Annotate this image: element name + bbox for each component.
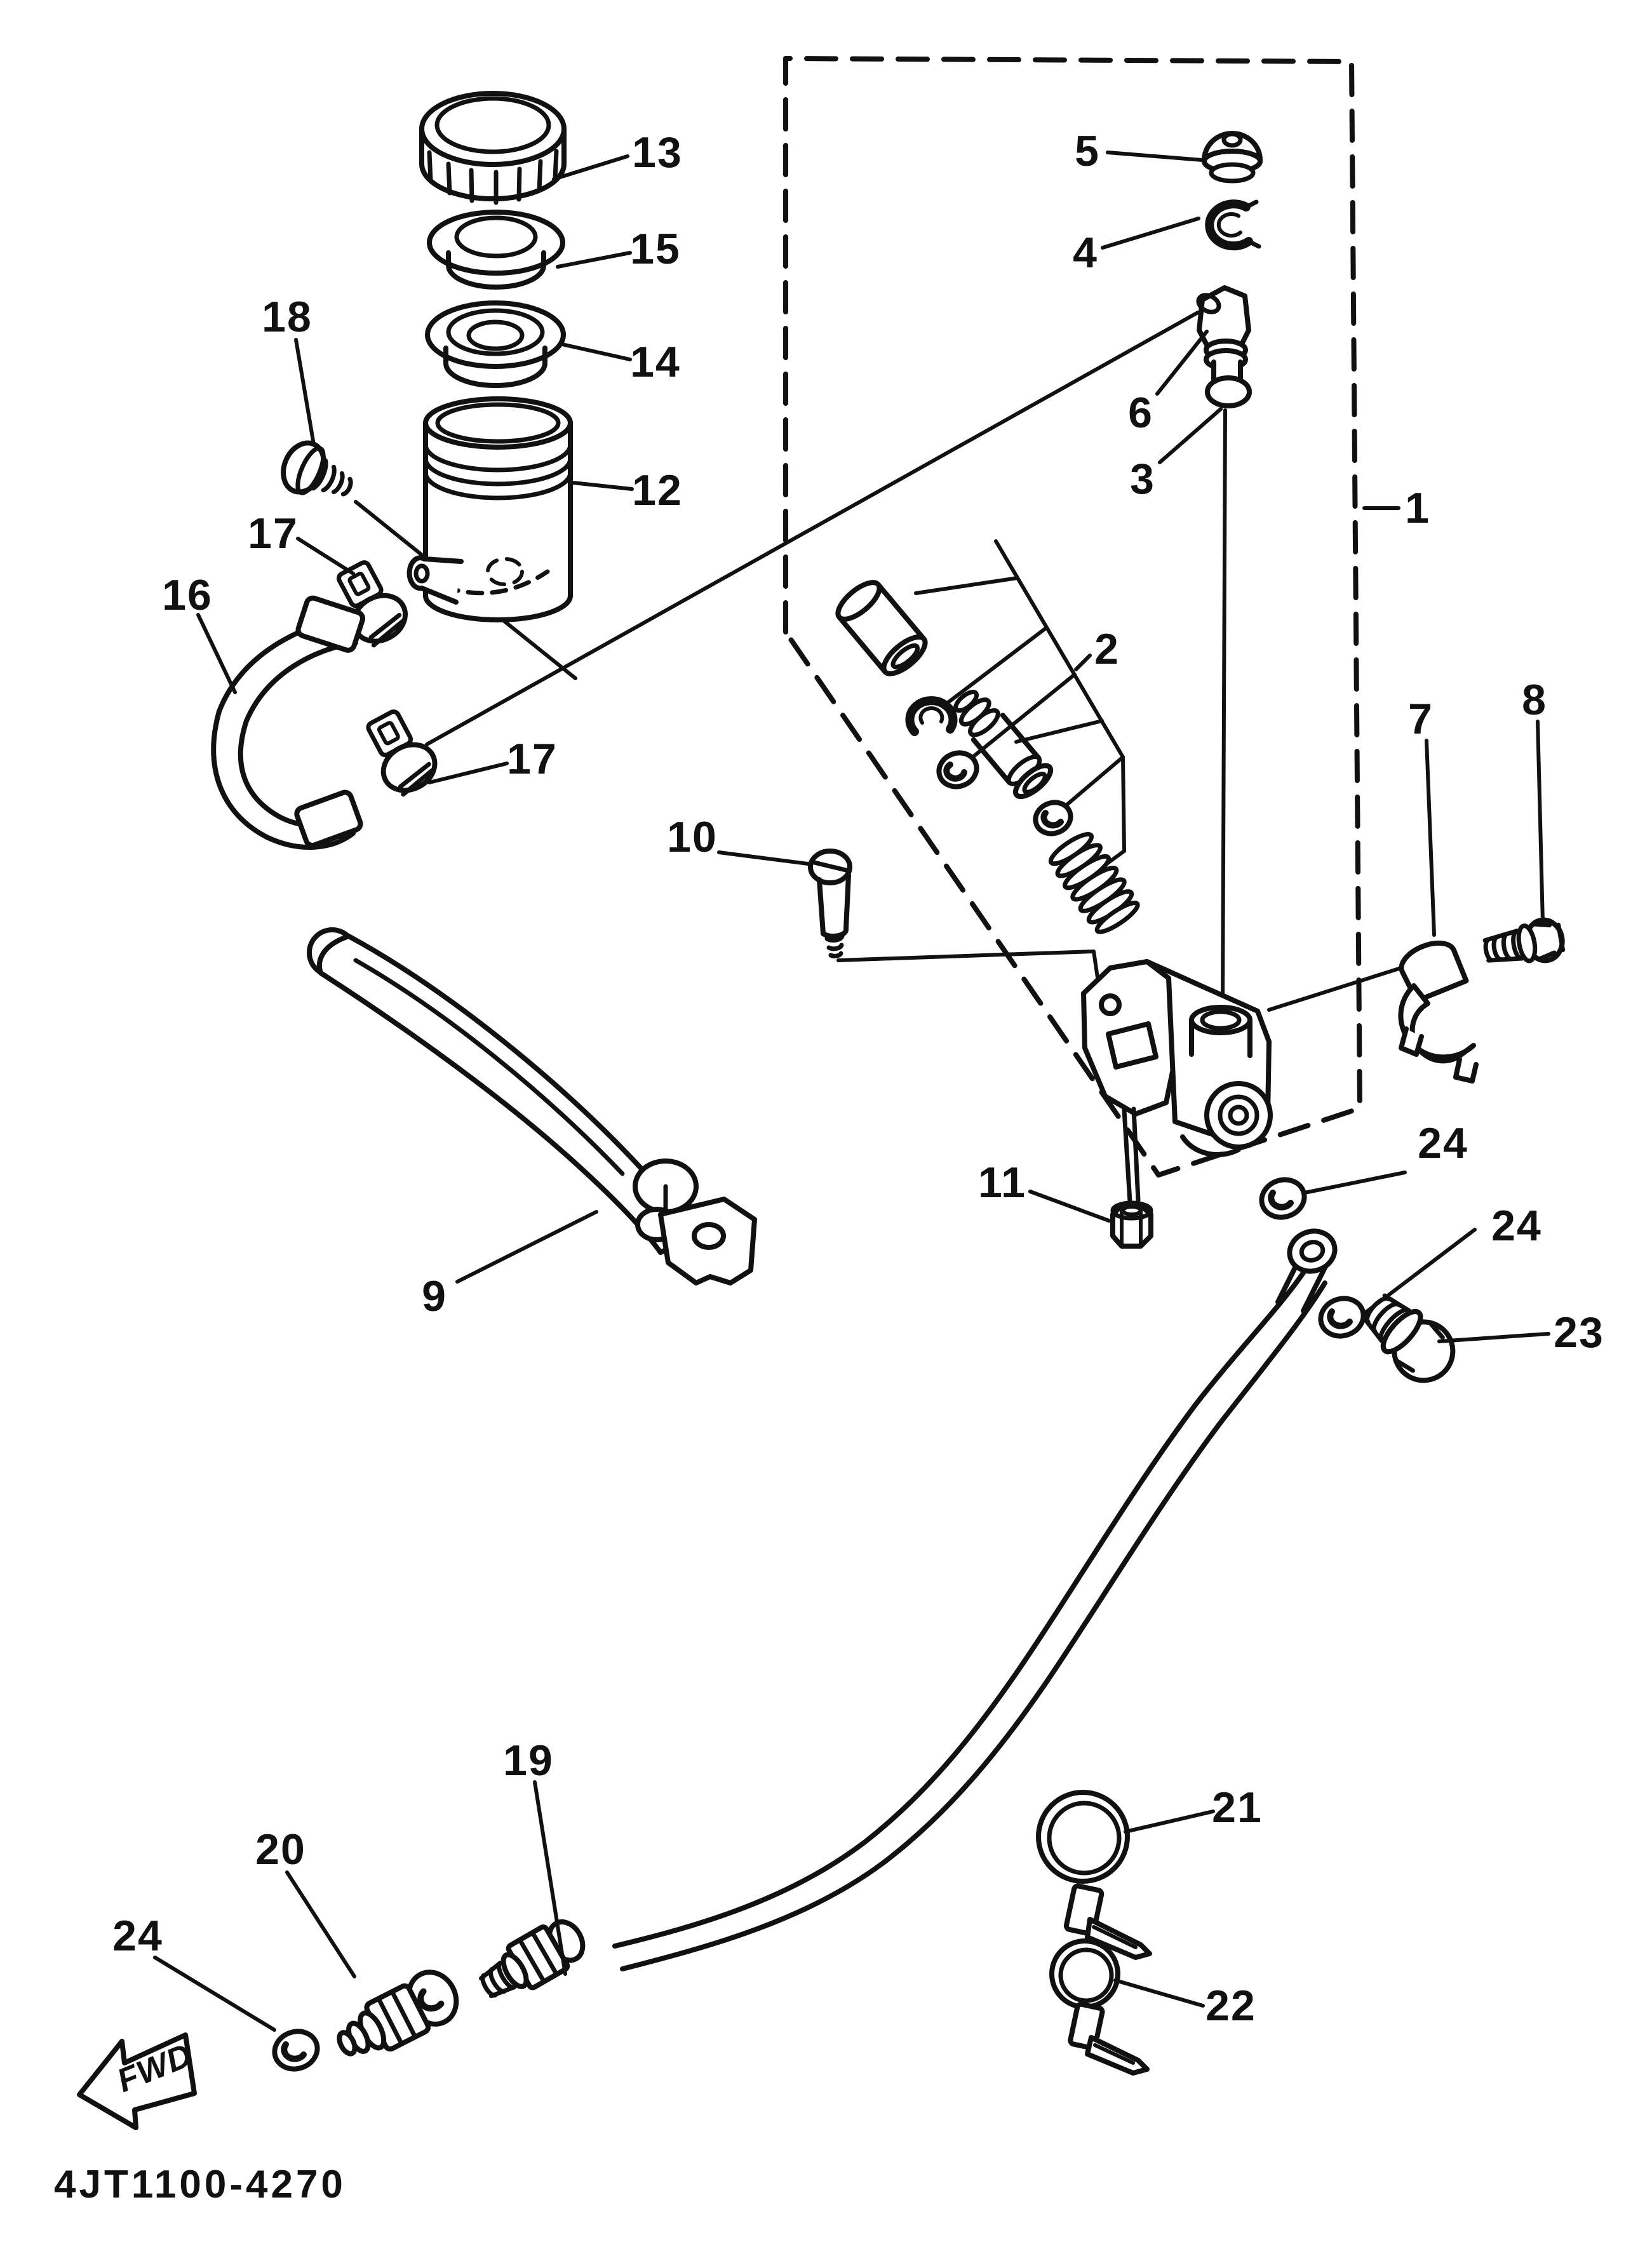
grommet xyxy=(1202,131,1263,184)
part-label-14: 14 xyxy=(630,338,681,386)
leader-line-22 xyxy=(1113,1978,1205,2008)
part-label-15: 15 xyxy=(630,225,681,273)
leader-lines xyxy=(153,151,1550,2032)
leader-line-24 xyxy=(153,1956,276,2032)
part-label-9: 9 xyxy=(422,1272,447,1320)
brake-hose xyxy=(612,1270,1327,1971)
leader-line-18 xyxy=(294,338,316,446)
piston-kit xyxy=(835,539,1140,934)
leader-line-24 xyxy=(1303,1171,1407,1195)
banjo-eye-fitting xyxy=(1275,1228,1338,1313)
washer-upper xyxy=(1259,1177,1307,1220)
pivot-nut xyxy=(1110,1200,1153,1249)
part-label-3: 3 xyxy=(1130,455,1155,503)
leader-line-3 xyxy=(1158,407,1223,464)
diaphragm xyxy=(425,300,566,388)
leader-line-16 xyxy=(196,613,237,694)
o-ring xyxy=(1205,375,1252,408)
leader-line-11 xyxy=(1028,1190,1111,1223)
part-label-20: 20 xyxy=(255,1825,306,1874)
holder-bolt xyxy=(1482,917,1566,963)
kit-outline-dashed xyxy=(783,56,1362,1178)
leader-line-17 xyxy=(427,762,509,784)
part-label-11: 11 xyxy=(978,1158,1026,1207)
leader-line-9 xyxy=(455,1210,598,1284)
leader-line-2 xyxy=(1074,654,1092,671)
leader-line-8 xyxy=(1536,720,1545,924)
part-label-24: 24 xyxy=(1418,1119,1468,1167)
part-label-6: 6 xyxy=(1128,389,1153,437)
leader-line-7 xyxy=(1425,739,1436,937)
fwd-arrow: FWD xyxy=(77,2032,198,2130)
leader-line-20 xyxy=(285,1870,356,1978)
part-label-24: 24 xyxy=(112,1912,163,1960)
diaphragm-plate xyxy=(427,210,565,290)
leader-line-4 xyxy=(1101,217,1200,250)
reservoir-hose xyxy=(211,595,365,850)
leader-line-17 xyxy=(296,537,355,575)
part-label-12: 12 xyxy=(632,466,683,514)
leader-line-10 xyxy=(717,850,810,866)
hose-clamp-upper xyxy=(336,560,408,648)
part-label-24: 24 xyxy=(1491,1202,1542,1250)
leader-line-23 xyxy=(1437,1332,1550,1343)
e-clip xyxy=(1205,199,1261,251)
union-bolt xyxy=(1362,1293,1456,1383)
part-label-22: 22 xyxy=(1205,1982,1256,2030)
part-label-23: 23 xyxy=(1554,1308,1604,1357)
washer-lower xyxy=(1318,1296,1366,1339)
reservoir-cap xyxy=(419,91,567,205)
leader-line-15 xyxy=(556,251,632,269)
part-label-4: 4 xyxy=(1073,229,1098,277)
part-label-5: 5 xyxy=(1075,127,1100,175)
part-label-7: 7 xyxy=(1408,695,1434,743)
part-label-8: 8 xyxy=(1522,676,1547,724)
leader-line-6 xyxy=(1155,330,1209,396)
part-label-2: 2 xyxy=(1094,625,1120,673)
part-label-19: 19 xyxy=(503,1736,554,1785)
reservoir-tank xyxy=(406,396,573,622)
handlebar-holder xyxy=(1398,940,1479,1084)
master-cylinder-body xyxy=(1081,959,1273,1249)
lever-pivot-pin xyxy=(808,849,852,958)
leader-line-12 xyxy=(571,481,634,491)
hose-end-fitting xyxy=(479,1919,586,1999)
part-label-17: 17 xyxy=(507,735,558,783)
part-label-10: 10 xyxy=(667,813,718,861)
part-label-13: 13 xyxy=(632,128,683,177)
part-label-18: 18 xyxy=(262,293,312,341)
leader-line-14 xyxy=(560,342,632,361)
drawing-code: 4JT1100-4270 xyxy=(54,2163,346,2206)
leader-line-24 xyxy=(1362,1228,1477,1315)
cable-tie-small xyxy=(1049,1938,1150,2076)
reservoir-bolt xyxy=(281,440,353,497)
part-label-16: 16 xyxy=(162,571,213,619)
part-label-17: 17 xyxy=(248,509,299,558)
elbow-joint xyxy=(1196,285,1251,399)
brake-lever xyxy=(307,927,757,1285)
part-label-21: 21 xyxy=(1212,1783,1263,1832)
leader-line-19 xyxy=(533,1780,567,1976)
washer-bottom xyxy=(272,2029,320,2072)
leader-line-13 xyxy=(552,154,629,181)
leader-line-5 xyxy=(1106,151,1204,162)
hose-clamp-lower xyxy=(366,709,438,797)
leader-line-21 xyxy=(1124,1809,1215,1834)
part-label-1: 1 xyxy=(1405,484,1430,532)
cable-tie-large xyxy=(1036,1790,1152,1960)
hose-union xyxy=(337,1970,459,2057)
